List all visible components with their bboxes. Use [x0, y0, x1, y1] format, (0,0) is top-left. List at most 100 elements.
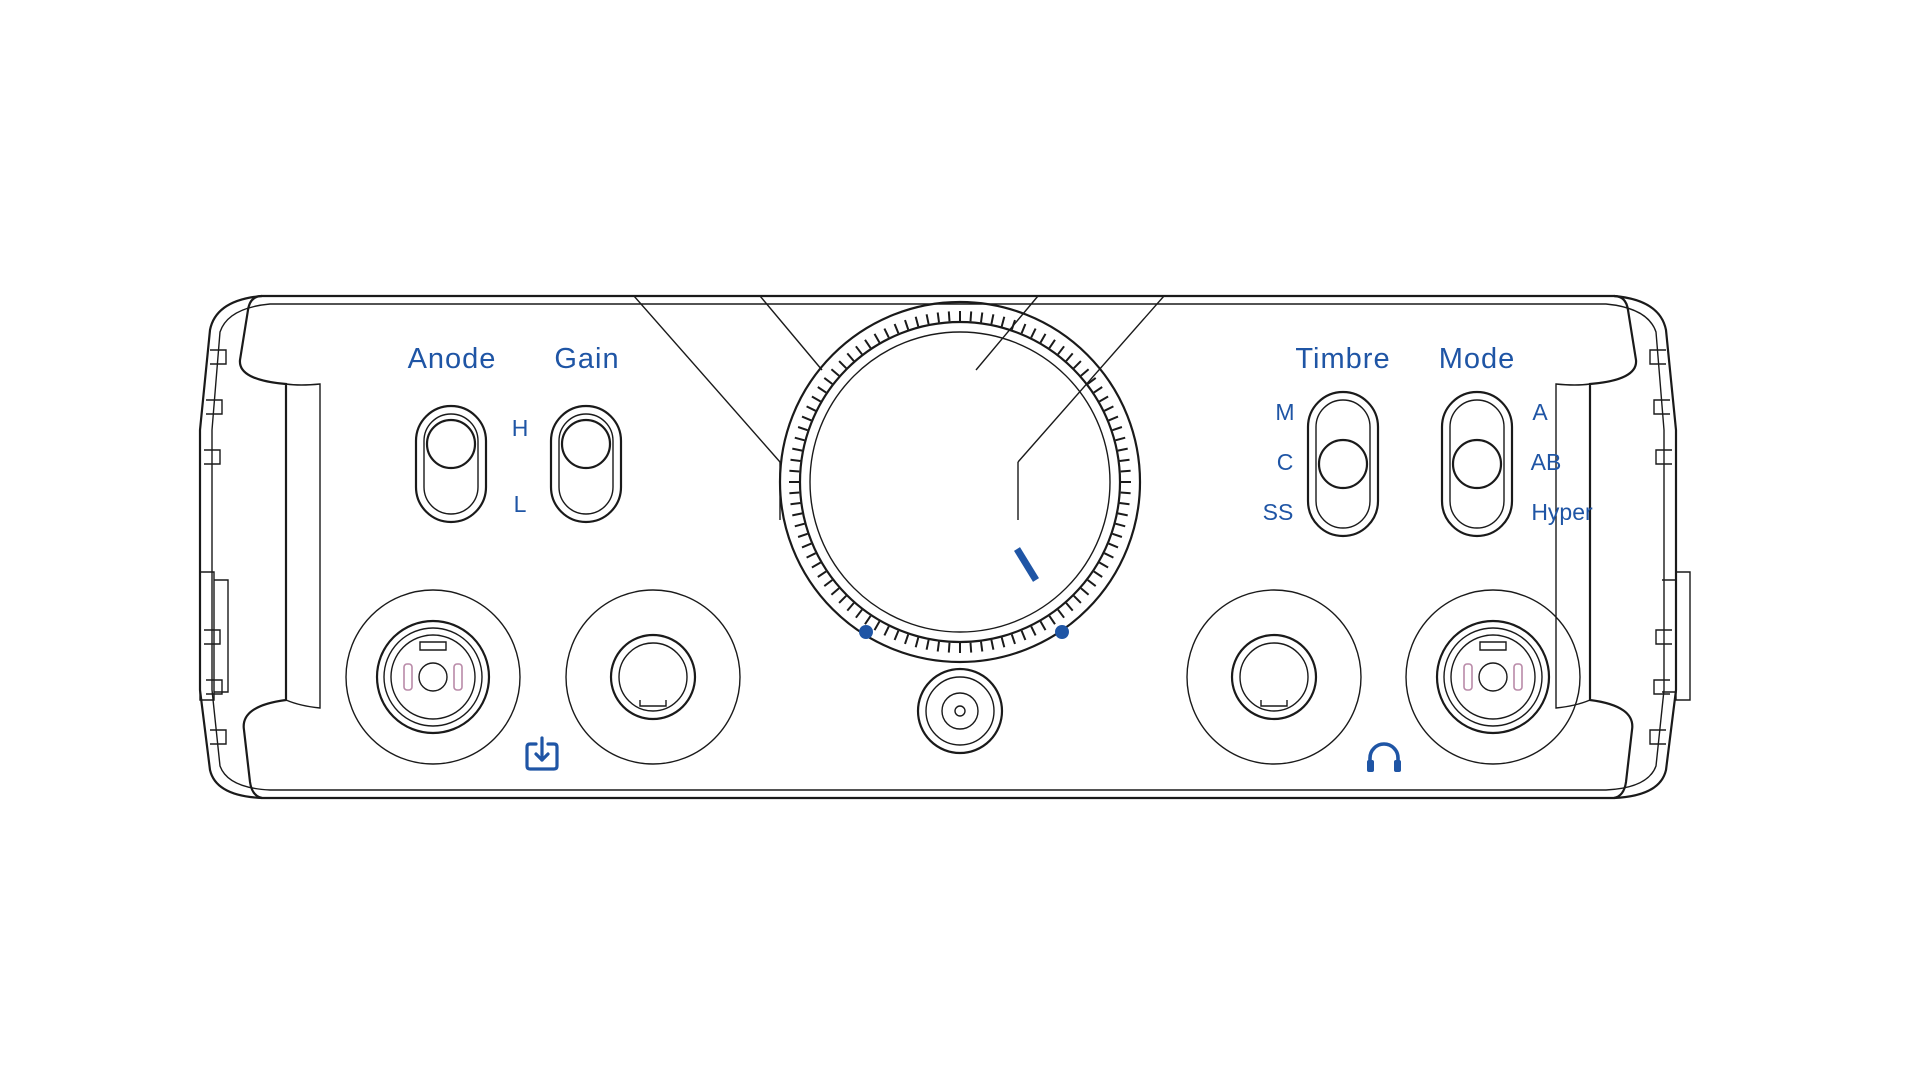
knob-knurl-tick	[797, 426, 808, 432]
knob-knurl-tick	[990, 639, 995, 650]
knob-knurl-tick	[873, 333, 881, 344]
knob-knurl-tick	[1080, 368, 1090, 377]
input-xlr-jack[interactable]	[345, 589, 521, 765]
knob-knurl-tick	[969, 642, 973, 653]
knob-knurl-tick	[980, 641, 984, 652]
knob-knurl-tick	[1087, 579, 1097, 587]
input-icon	[525, 736, 559, 771]
knob-knurl-tick	[980, 312, 984, 323]
timbre-position-m: M	[1275, 399, 1294, 425]
knob-knurl-tick	[1108, 415, 1119, 422]
knob-knurl-tick	[817, 386, 827, 394]
output-xlr-jack[interactable]	[1405, 589, 1581, 765]
knob-knurl-tick	[969, 311, 973, 322]
knob-knurl-tick	[790, 502, 801, 506]
knob-knurl-tick	[904, 634, 910, 645]
timbre-label: Timbre	[1295, 343, 1390, 375]
mode-position-hyper: Hyper	[1531, 499, 1593, 525]
gain-label: Gain	[554, 343, 619, 375]
knob-knurl-tick	[823, 377, 833, 385]
knob-knurl-tick	[1000, 637, 1006, 648]
headphones-icon	[1367, 742, 1401, 772]
knob-knurl-tick	[823, 579, 833, 587]
knob-knurl-tick	[873, 620, 881, 631]
anode-label: Anode	[408, 343, 497, 375]
knob-knurl-tick	[855, 609, 863, 619]
knob-knurl-tick	[801, 415, 812, 422]
knob-knurl-tick	[830, 368, 840, 377]
knob-max-dot	[1055, 625, 1069, 639]
knob-knurl-tick	[1020, 323, 1027, 334]
knob-knurl-tick	[1120, 469, 1131, 473]
knob-knurl-tick	[838, 595, 847, 604]
knob-knurl-tick	[1115, 436, 1126, 442]
knob-knurl-tick	[1010, 319, 1016, 330]
timbre-position-ss: SS	[1263, 499, 1294, 525]
knob-knurl-tick	[893, 323, 900, 334]
knob-knurl-tick	[838, 360, 847, 369]
knob-knurl-tick	[1087, 377, 1097, 385]
knob-knurl-tick	[1112, 426, 1123, 432]
knob-knurl-tick	[936, 312, 940, 323]
knob-knurl-tick	[1080, 587, 1090, 596]
knob-knurl-tick	[789, 469, 800, 473]
knob-knurl-tick	[864, 339, 872, 349]
knob-knurl-tick	[1117, 447, 1128, 452]
knob-knurl-tick	[914, 316, 920, 327]
knob-knurl-tick	[790, 458, 801, 462]
knob-knurl-tick	[1073, 595, 1082, 604]
knob-knurl-tick	[947, 642, 951, 653]
knob-knurl-tick	[806, 552, 817, 559]
knob-knurl-tick	[914, 637, 920, 648]
knob-knurl-tick	[1103, 405, 1114, 412]
knob-knurl-tick	[1108, 542, 1119, 549]
knob-knurl-tick	[1115, 522, 1126, 528]
knob-knurl-tick	[1020, 630, 1027, 641]
knob-knurl-tick	[1048, 615, 1056, 625]
knob-knurl-tick	[1039, 620, 1047, 631]
mode-label: Mode	[1439, 343, 1516, 375]
mode-position-ab: AB	[1531, 449, 1562, 475]
knob-knurl-tick	[789, 491, 800, 495]
knob-knurl-tick	[1073, 360, 1082, 369]
knob-knurl-tick	[1057, 609, 1065, 619]
knob-knurl-tick	[817, 570, 827, 578]
knob-min-dot	[859, 625, 873, 639]
anode-position-l: L	[514, 491, 527, 517]
knob-knurl-tick	[1093, 386, 1103, 394]
knob-knurl-tick	[1057, 345, 1065, 355]
volume-knob[interactable]	[778, 300, 1142, 664]
knob-knurl-tick	[864, 615, 872, 625]
knob-knurl-tick	[846, 352, 855, 362]
knob-knurl-tick	[794, 522, 805, 528]
knob-knurl-tick	[811, 561, 822, 569]
knob-knurl-tick	[1098, 395, 1109, 403]
knob-knurl-tick	[811, 395, 822, 403]
knob-knurl-tick	[1098, 561, 1109, 569]
knob-knurl-tick	[797, 532, 808, 538]
knob-knurl-tick	[1065, 352, 1074, 362]
knob-knurl-tick	[792, 512, 803, 517]
timbre-position-c: C	[1277, 449, 1294, 475]
gain-switch[interactable]	[549, 404, 623, 524]
anode-switch[interactable]	[414, 404, 488, 524]
output-quarter-inch-jack[interactable]	[1186, 589, 1362, 765]
knob-knurl-tick	[1112, 532, 1123, 538]
knob-knurl-tick	[936, 641, 940, 652]
knob-knurl-tick	[904, 319, 910, 330]
timbre-switch[interactable]	[1306, 390, 1380, 538]
knob-knurl-tick	[794, 436, 805, 442]
knob-knurl-tick	[1117, 512, 1128, 517]
center-mini-jack[interactable]	[916, 667, 1004, 755]
knob-knurl-tick	[1119, 458, 1130, 462]
knob-knurl-tick	[1103, 552, 1114, 559]
anode-position-h: H	[512, 415, 529, 441]
knob-indicator	[1014, 547, 1039, 582]
mode-switch[interactable]	[1440, 390, 1514, 538]
knob-knurl-tick	[806, 405, 817, 412]
input-quarter-inch-jack[interactable]	[565, 589, 741, 765]
knob-knurl-tick	[1000, 316, 1006, 327]
mode-position-a: A	[1532, 399, 1548, 425]
knob-knurl-tick	[1065, 602, 1074, 612]
